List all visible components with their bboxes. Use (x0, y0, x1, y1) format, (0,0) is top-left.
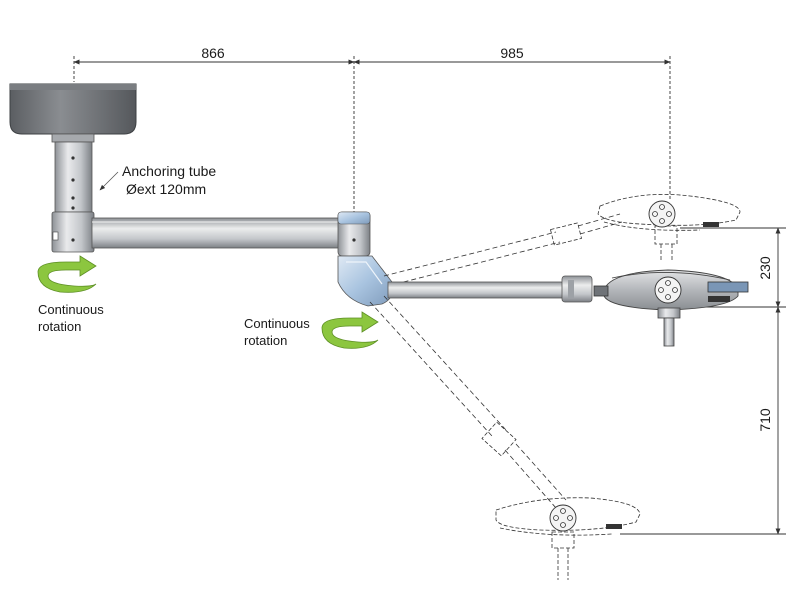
main-arm (91, 217, 345, 249)
rotation-right-label-line1: Continuous (244, 316, 310, 331)
light-head-upper (597, 193, 741, 262)
anchoring-tube-diameter: Øext 120mm (126, 181, 206, 197)
arm-middle-position (387, 275, 593, 303)
dim-vertical-up: 230 (757, 256, 773, 280)
rotation-left-label-line2: rotation (38, 319, 81, 334)
ceiling-canopy (9, 83, 137, 135)
dim-vertical-down: 710 (757, 408, 773, 432)
anchoring-tube (51, 133, 95, 253)
rotation-right-label-line2: rotation (244, 333, 287, 348)
rotation-arrow-icon (321, 311, 379, 349)
arm-upper-position (383, 213, 623, 287)
light-head-lower (495, 497, 641, 580)
dim-arm2-length: 985 (500, 45, 524, 61)
arm-lower-position (369, 295, 567, 509)
elbow-joint (337, 211, 394, 307)
dimension-lines (73, 56, 786, 535)
handle-knob-upper (648, 200, 719, 228)
handle-knob-middle (654, 276, 682, 304)
leader-arrow-icon (99, 171, 119, 191)
dim-arm1-length: 866 (201, 45, 225, 61)
handle-knob-lower (549, 504, 622, 532)
rotation-arrow-icon (37, 255, 97, 293)
anchoring-tube-label: Anchoring tube (122, 163, 216, 179)
rotation-left-label-line1: Continuous (38, 302, 104, 317)
